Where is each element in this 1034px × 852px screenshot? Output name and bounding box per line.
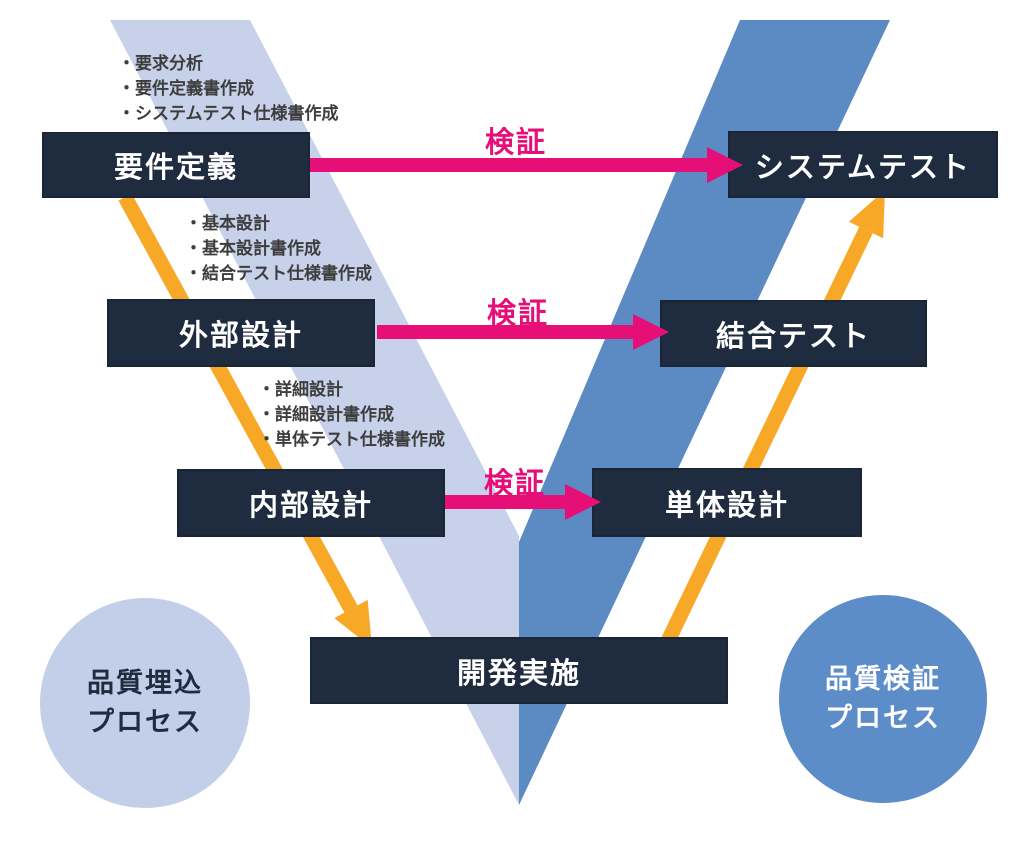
task-item: ・基本設計書作成	[185, 239, 321, 258]
phase-label: 要件定義	[113, 152, 238, 184]
circle-label-line1: 品質埋込	[87, 668, 203, 698]
phase-label: 内部設計	[248, 490, 373, 522]
phase-box-development: 開発実施	[310, 637, 728, 704]
circle-label-line1: 品質検証	[825, 664, 941, 694]
phase-label: 開発実施	[456, 657, 581, 690]
phase-box-unit-design: 単体設計	[592, 468, 862, 537]
task-item: ・単体テスト仕様書作成	[258, 430, 445, 449]
phase-label: 単体設計	[664, 489, 789, 522]
quality-verify-arrow-shaft	[648, 226, 873, 672]
quality-verify-arrow	[648, 190, 885, 672]
phase-label: 外部設計	[178, 320, 303, 352]
task-item: ・詳細設計	[258, 380, 343, 399]
phase-box-external-design: 外部設計	[107, 299, 375, 367]
phase-box-system-test: システムテスト	[728, 131, 998, 198]
task-list-requirements: ・要求分析 ・要件定義書作成 ・システムテスト仕様書作成	[118, 51, 339, 126]
verification-label-middle: 検証	[486, 298, 549, 330]
quality-verify-process-circle: 品質検証 プロセス	[779, 595, 987, 803]
task-item: ・結合テスト仕様書作成	[185, 264, 372, 283]
task-item: ・詳細設計書作成	[258, 405, 394, 424]
phase-box-internal-design: 内部設計	[177, 469, 445, 537]
task-item: ・システムテスト仕様書作成	[118, 104, 339, 123]
circle-label-line2: プロセス	[825, 703, 941, 733]
verification-label-top: 検証	[484, 127, 547, 159]
task-item: ・基本設計	[185, 214, 270, 233]
verification-label-bottom: 検証	[483, 468, 546, 500]
circle-label-line2: プロセス	[87, 707, 203, 737]
quality-build-process-circle: 品質埋込 プロセス	[40, 598, 250, 808]
task-item: ・要求分析	[118, 54, 203, 73]
task-item: ・要件定義書作成	[118, 79, 254, 98]
phase-label: 結合テスト	[715, 320, 871, 353]
phase-label: システムテスト	[754, 151, 972, 184]
task-list-internal-design: ・詳細設計 ・詳細設計書作成 ・単体テスト仕様書作成	[258, 377, 445, 452]
phase-box-requirements: 要件定義	[42, 132, 310, 198]
phase-box-integration-test: 結合テスト	[660, 300, 927, 367]
task-list-external-design: ・基本設計 ・基本設計書作成 ・結合テスト仕様書作成	[185, 211, 372, 286]
